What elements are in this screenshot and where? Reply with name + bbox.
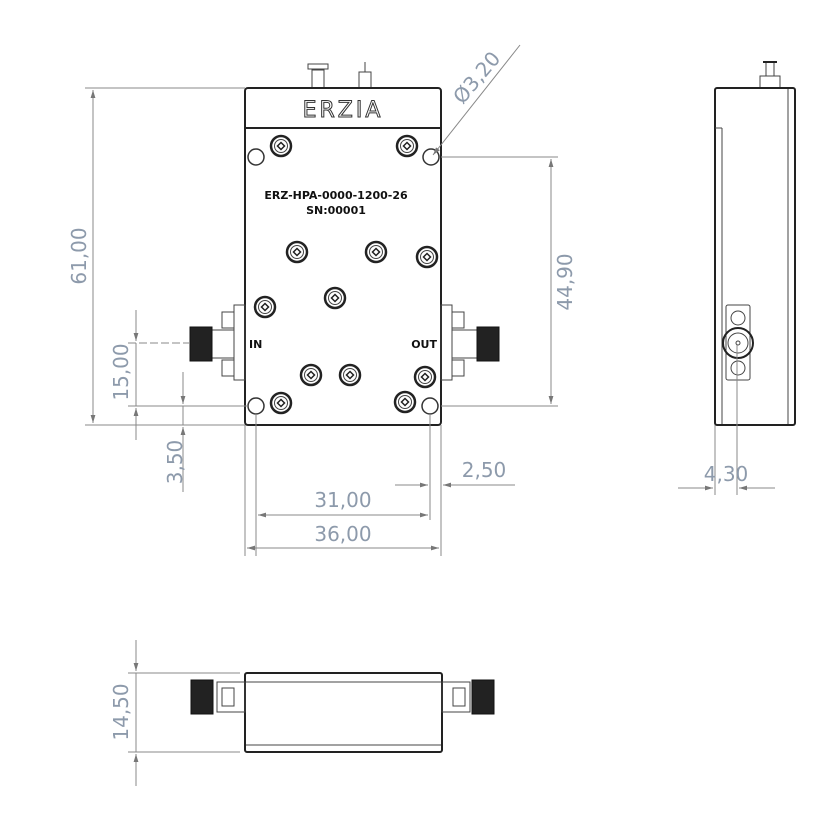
dim-hole-offset-bottom: 3,50 bbox=[163, 440, 187, 485]
port-out-label: OUT bbox=[411, 338, 437, 351]
dim-height-total: 61,00 bbox=[67, 227, 91, 284]
front-view: ERZIA ERZ-HPA-0000-1200-26 SN:00001 IN O… bbox=[189, 62, 500, 426]
erzia-logo: ERZIA bbox=[303, 98, 384, 123]
dim-connector-offset: 15,00 bbox=[109, 343, 133, 400]
serial-number-label: SN:00001 bbox=[306, 204, 366, 217]
dim-hole-spacing-vertical: 44,90 bbox=[553, 253, 577, 310]
dim-side-connector-offset: 4,30 bbox=[704, 462, 749, 486]
bottom-view: 14,50 bbox=[109, 640, 495, 786]
in-connector bbox=[189, 304, 246, 381]
screws bbox=[253, 134, 439, 415]
dim-width-total: 36,00 bbox=[314, 522, 371, 546]
port-in-label: IN bbox=[249, 338, 262, 351]
out-connector bbox=[440, 304, 500, 381]
dim-hole-offset-side: 2,50 bbox=[462, 458, 507, 482]
side-view: 4,30 bbox=[678, 61, 796, 495]
dim-hole-spacing-horizontal: 31,00 bbox=[314, 488, 371, 512]
dim-thickness: 14,50 bbox=[109, 683, 133, 740]
housing-outline bbox=[244, 87, 442, 426]
part-number-label: ERZ-HPA-0000-1200-26 bbox=[264, 189, 408, 202]
